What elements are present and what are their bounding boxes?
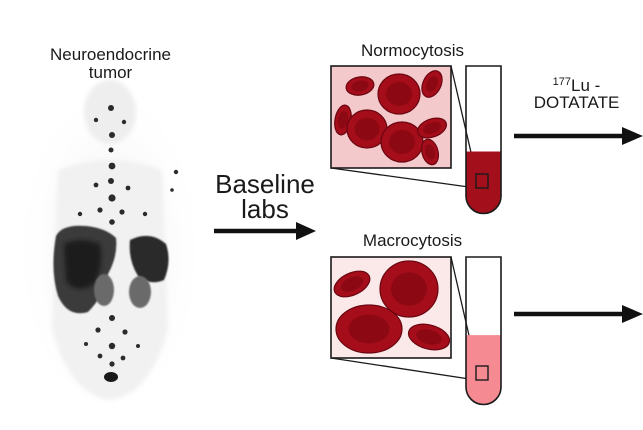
drug-label: 177Lu - DOTATATE bbox=[510, 74, 643, 111]
isotope-symbol: Lu - bbox=[571, 76, 601, 95]
baseline-label-line2: labs bbox=[241, 194, 289, 224]
red-blood-cell bbox=[345, 76, 375, 96]
treatment-arrow-top bbox=[514, 127, 643, 145]
red-blood-cell bbox=[334, 104, 352, 136]
baseline-arrow bbox=[214, 222, 316, 240]
pet-scan-image bbox=[12, 75, 208, 425]
head-shadow bbox=[84, 80, 136, 144]
normocytosis-blood-fill bbox=[466, 151, 501, 214]
treatment-arrow-bottom bbox=[514, 305, 643, 323]
red-blood-cell bbox=[407, 323, 451, 351]
macrocytosis-label: Macrocytosis bbox=[362, 231, 463, 250]
lesion-spots bbox=[77, 105, 179, 367]
red-blood-cell bbox=[333, 270, 371, 298]
bladder-uptake bbox=[104, 372, 118, 382]
red-blood-cell bbox=[420, 138, 440, 166]
red-blood-cell bbox=[377, 73, 421, 115]
red-blood-cell bbox=[416, 117, 448, 139]
isotope-mass-number: 177 bbox=[552, 76, 572, 88]
zoom-line-bottom bbox=[330, 167, 477, 189]
red-blood-cell bbox=[379, 260, 439, 318]
baseline-label-line1: Baseline bbox=[215, 169, 315, 199]
tumor-label: Neuroendocrine tumor bbox=[18, 46, 203, 82]
macrocytosis-cells bbox=[333, 260, 451, 354]
macrocytosis-panel bbox=[330, 256, 502, 406]
normocytosis-zoom-square bbox=[475, 173, 489, 189]
drug-name: DOTATATE bbox=[533, 93, 620, 112]
kidney-uptake-left bbox=[94, 274, 114, 306]
red-blood-cell bbox=[346, 109, 388, 149]
red-blood-cell bbox=[335, 304, 403, 354]
macrocytosis-zoom-square bbox=[475, 365, 489, 381]
normocytosis-cells bbox=[334, 70, 448, 166]
zoom-line-bottom bbox=[330, 357, 477, 381]
macrocytosis-test-tube bbox=[465, 256, 502, 406]
normocytosis-test-tube bbox=[465, 65, 502, 215]
spleen-uptake bbox=[129, 235, 169, 283]
macrocytosis-blood-fill bbox=[466, 335, 501, 405]
red-blood-cell bbox=[421, 70, 443, 98]
red-blood-cell bbox=[380, 121, 424, 163]
normocytosis-panel bbox=[330, 65, 502, 215]
tumor-label-line1: Neuroendocrine bbox=[50, 45, 171, 64]
kidney-uptake-right bbox=[129, 276, 151, 308]
normocytosis-label: Normocytosis bbox=[361, 41, 464, 60]
baseline-labs-label: Baseline labs bbox=[200, 169, 330, 224]
tumor-label-line2: tumor bbox=[88, 63, 133, 82]
